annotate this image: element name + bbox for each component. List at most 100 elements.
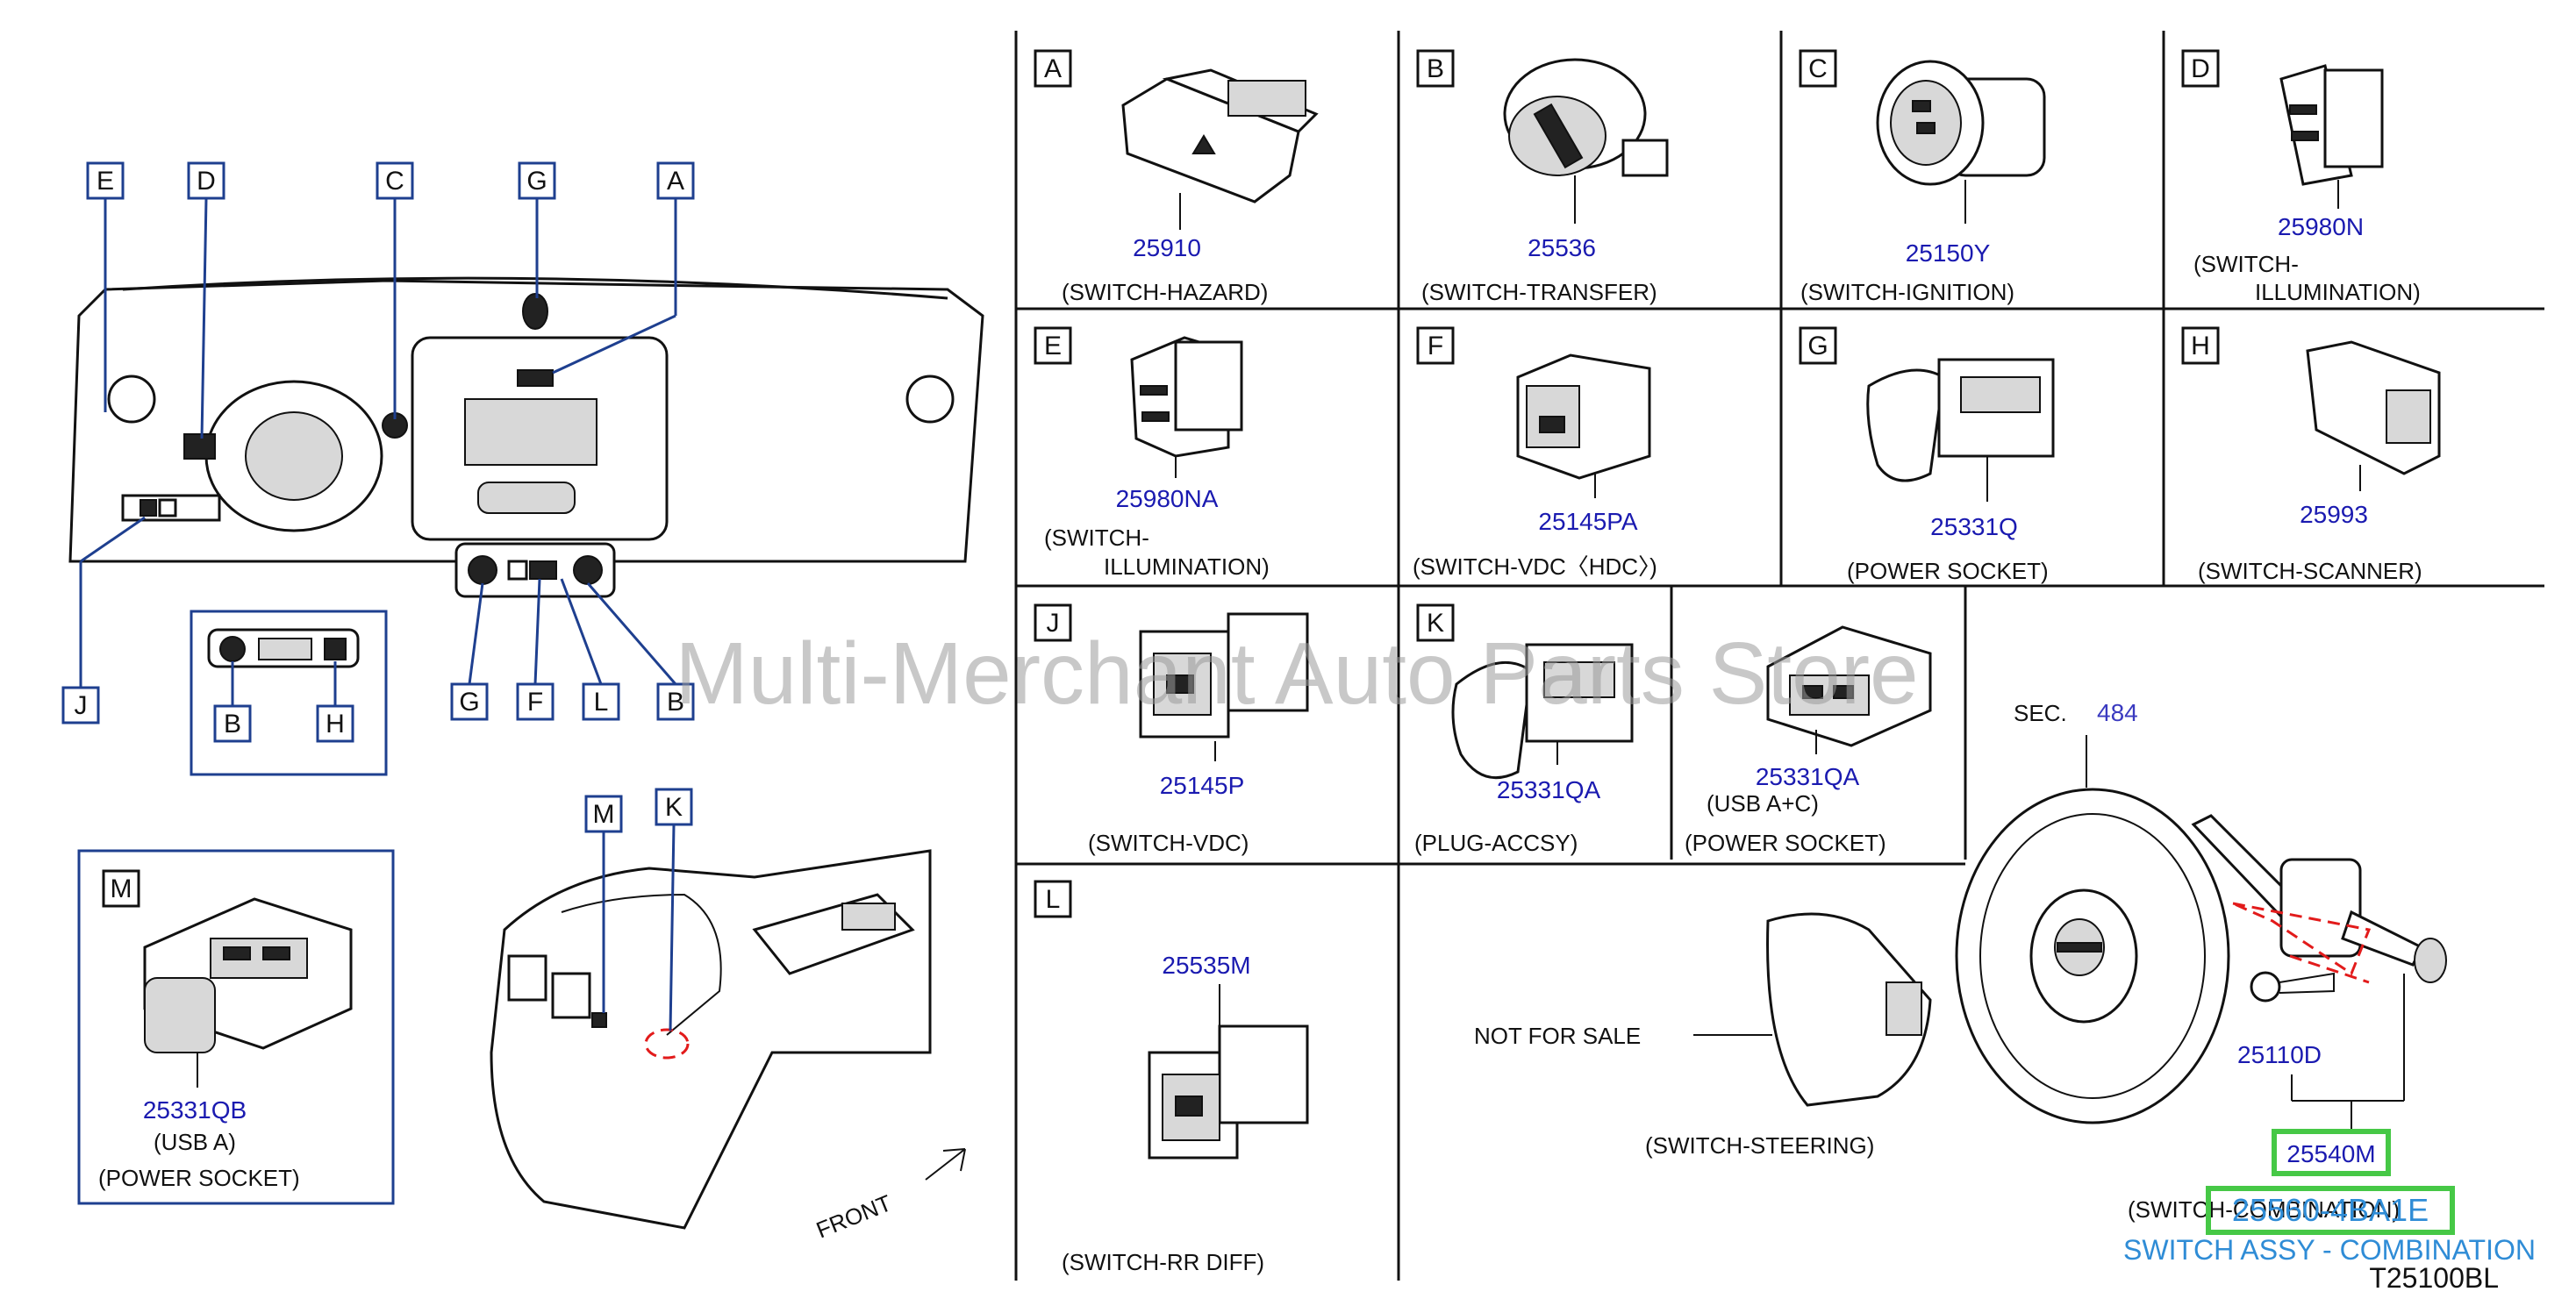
cell-d: D 25980N (SWITCH- ILLUMINATION) bbox=[2181, 49, 2421, 305]
steering-switch-icon bbox=[1766, 912, 1932, 1107]
center-console-overview: M K FRONT bbox=[490, 788, 966, 1244]
cell-letter: L bbox=[1046, 885, 1061, 914]
cell-l: L 25535M (SWITCH-RR DIFF) bbox=[1034, 880, 1309, 1275]
ignition-switch-icon bbox=[1876, 60, 2046, 186]
plug-accsy-icon bbox=[1451, 643, 1634, 780]
part-number-socket: 25331QA bbox=[1756, 763, 1860, 790]
callout-g-top: G bbox=[526, 167, 547, 196]
part-number: 25535M bbox=[1162, 952, 1250, 979]
cell-m: M 25331QB (USB A) (POWER SOCKET) bbox=[77, 849, 395, 1205]
combination-switch-icon bbox=[2191, 814, 2447, 984]
lower-switch-bank bbox=[121, 494, 221, 522]
callout-b-inset: B bbox=[224, 710, 241, 739]
hazard-switch-icon bbox=[1121, 68, 1319, 203]
cell-letter: J bbox=[1047, 609, 1060, 638]
part-name: (SWITCH-IGNITION) bbox=[1800, 279, 2014, 305]
center-console-switches bbox=[454, 542, 616, 598]
dashboard-overview: E D C G A J B H G F bbox=[61, 161, 984, 776]
part-number-plug: 25331QA bbox=[1497, 776, 1601, 803]
switch-steering-label: (SWITCH-STEERING) bbox=[1645, 1132, 1874, 1159]
part-sub-socket: (USB A+C) bbox=[1707, 790, 1819, 817]
part-number: 25145PA bbox=[1538, 508, 1637, 535]
part-name: (SWITCH-SCANNER) bbox=[2198, 558, 2422, 584]
illumination-switch-icon bbox=[2279, 64, 2384, 186]
callout-j: J bbox=[75, 691, 88, 720]
highlight-part-number: 25540M bbox=[2286, 1140, 2375, 1167]
part-number: 25331Q bbox=[1930, 513, 2018, 540]
steering-wheel-icon bbox=[1955, 788, 2230, 1124]
vdc-hdc-switch-icon bbox=[1516, 353, 1651, 480]
highlight-box-partno bbox=[2272, 1129, 2391, 1176]
sec-label: SEC. bbox=[2014, 700, 2067, 726]
cell-letter: B bbox=[1427, 54, 1444, 83]
part-number: 25993 bbox=[2300, 501, 2368, 528]
switch-combination-label: (SWITCH-COMBINATION) bbox=[2128, 1196, 2400, 1223]
power-socket-cap-icon bbox=[1866, 358, 2055, 482]
callout-k: K bbox=[665, 793, 683, 822]
cell-letter: A bbox=[1044, 54, 1062, 83]
part-number: 25536 bbox=[1528, 234, 1596, 261]
highlight-full-part: 25560-4BA1E bbox=[2232, 1192, 2429, 1228]
part-name-line1: (SWITCH- bbox=[2193, 251, 2299, 277]
sec-number: 484 bbox=[2097, 699, 2138, 726]
callout-d: D bbox=[197, 167, 216, 196]
cell-h: H 25993 (SWITCH-SCANNER) bbox=[2181, 326, 2441, 584]
cell-letter: E bbox=[1044, 332, 1062, 360]
part-sub: (USB A) bbox=[154, 1129, 236, 1155]
part-name: (SWITCH-TRANSFER) bbox=[1421, 279, 1657, 305]
callout-c: C bbox=[385, 167, 404, 196]
cell-k: K 25331QA (PLUG-ACCSY) 25331QA (USB A+C)… bbox=[1414, 603, 1932, 856]
cell-letter: K bbox=[1427, 609, 1444, 638]
inset-box-bh bbox=[190, 610, 388, 776]
part-name: (SWITCH-RR DIFF) bbox=[1062, 1249, 1264, 1275]
part-number: 25980N bbox=[2278, 213, 2364, 240]
cell-letter: D bbox=[2191, 54, 2210, 83]
transfer-switch-icon bbox=[1503, 58, 1669, 177]
highlight-title: SWITCH ASSY - COMBINATION bbox=[2123, 1234, 2536, 1266]
part-name-plug: (PLUG-ACCSY) bbox=[1414, 830, 1578, 856]
front-label: FRONT bbox=[812, 1189, 895, 1243]
usb-socket-icon bbox=[1766, 625, 1932, 747]
part-number: 25331QB bbox=[143, 1096, 247, 1124]
callout-f: F bbox=[527, 688, 543, 717]
cell-c: C 25150Y (SWITCH-IGNITION) bbox=[1799, 49, 2046, 305]
cell-letter: H bbox=[2191, 332, 2210, 360]
part-name-line2: ILLUMINATION) bbox=[1104, 553, 1270, 580]
callout-g-bottom: G bbox=[459, 688, 479, 717]
callout-a: A bbox=[667, 167, 684, 196]
part-name: (SWITCH-HAZARD) bbox=[1062, 279, 1268, 305]
not-for-sale: NOT FOR SALE bbox=[1474, 1023, 1641, 1049]
part-number: 25980NA bbox=[1116, 485, 1219, 512]
part-name-socket: (POWER SOCKET) bbox=[1685, 830, 1886, 856]
cell-letter: F bbox=[1428, 332, 1443, 360]
vdc-switch-icon bbox=[1139, 612, 1309, 739]
cell-g: G 25331Q (POWER SOCKET) bbox=[1799, 326, 2055, 584]
callout-e: E bbox=[97, 167, 114, 196]
part-name: (POWER SOCKET) bbox=[1847, 558, 2049, 584]
part-number: 25910 bbox=[1133, 234, 1201, 261]
scanner-switch-icon bbox=[2306, 340, 2441, 475]
cell-letter: C bbox=[1808, 54, 1828, 83]
steering-area: SEC. 484 NOT FOR SALE (SWITCH-STEERING) bbox=[1474, 699, 2536, 1294]
callout-l: L bbox=[594, 688, 609, 717]
illumination-switch-e-icon bbox=[1130, 336, 1243, 458]
highlight-box-full bbox=[2206, 1186, 2455, 1235]
watermark: Multi-Merchant Auto Parts Store bbox=[675, 624, 1918, 723]
cell-e: E 25980NA (SWITCH- ILLUMINATION) bbox=[1034, 326, 1270, 580]
screw-part-number: 25110D bbox=[2237, 1041, 2322, 1068]
usb-a-socket-icon bbox=[143, 897, 353, 1053]
cell-letter: G bbox=[1807, 332, 1828, 360]
cell-f: F 25145PA (SWITCH-VDC〈HDC〉) bbox=[1413, 326, 1657, 580]
grid-lines bbox=[1014, 31, 2544, 1281]
cell-j: J 25145P (SWITCH-VDC) bbox=[1034, 603, 1309, 856]
diagram-code: T25100BL bbox=[2369, 1262, 2499, 1294]
cell-letter-box bbox=[1034, 49, 1072, 88]
cell-a: A 25910 (SWITCH-HAZARD) bbox=[1034, 49, 1319, 305]
cell-letter: M bbox=[111, 874, 132, 903]
part-name: (SWITCH-VDC〈HDC〉) bbox=[1413, 553, 1657, 580]
callout-m: M bbox=[593, 800, 615, 829]
screw-icon bbox=[2250, 971, 2335, 1003]
cell-b: B 25536 (SWITCH-TRANSFER) bbox=[1416, 49, 1669, 305]
part-name: (POWER SOCKET) bbox=[98, 1165, 300, 1191]
